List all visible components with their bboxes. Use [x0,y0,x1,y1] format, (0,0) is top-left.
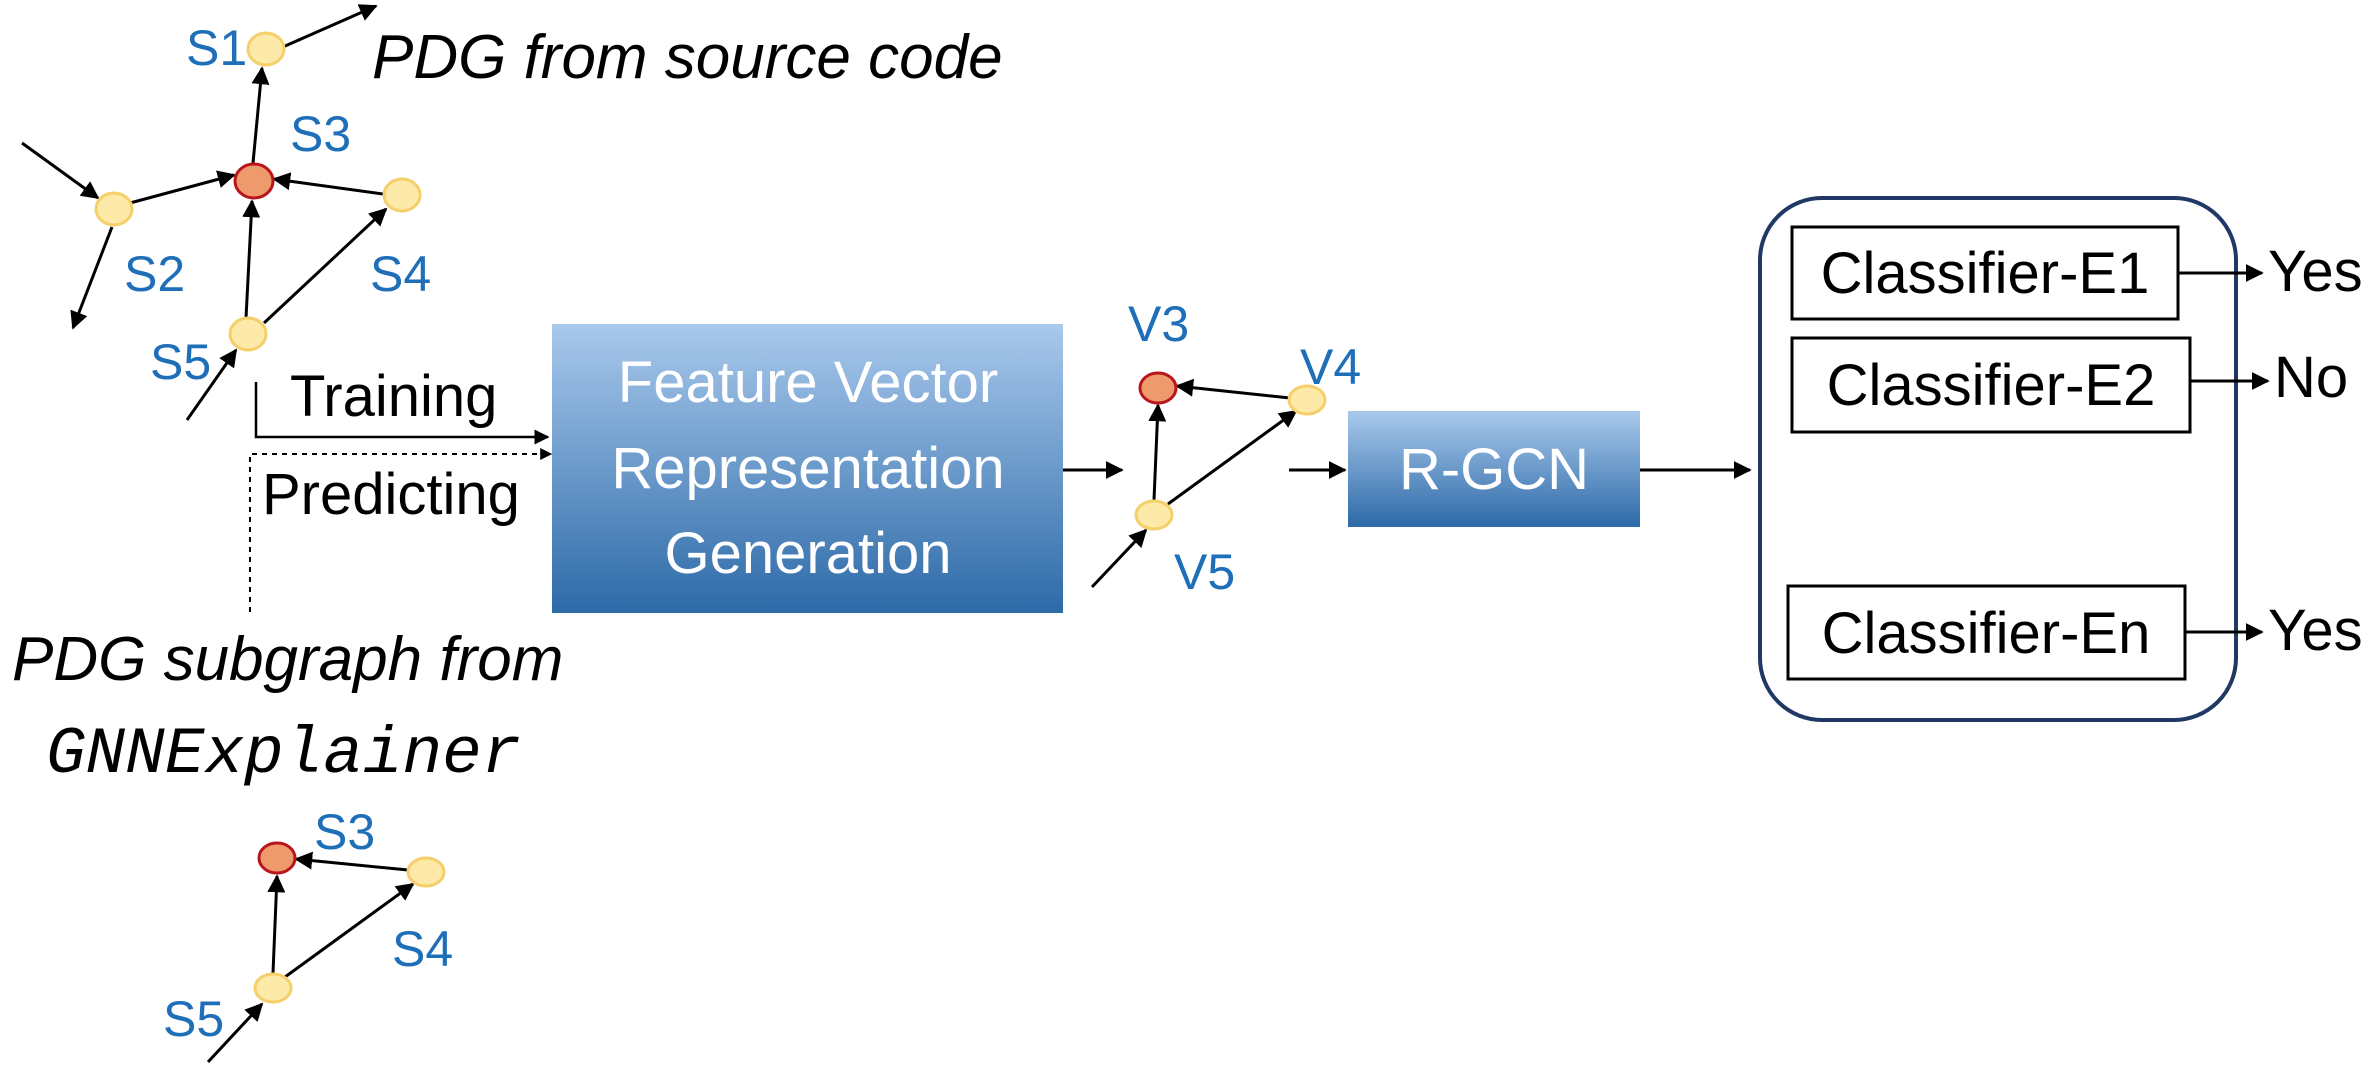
title-pdg-subgraph: PDG subgraph from [12,625,563,694]
node-s2 [94,191,134,227]
feature-box-line2: Representation [611,436,1004,501]
label-predicting: Predicting [262,462,520,527]
edge-sub-in-s5 [206,1002,264,1064]
classifier-e2: Classifier-E2 No [1790,336,2348,434]
vector-graph: V3 V4 V5 [1090,296,1361,600]
node-v3 [1138,371,1178,405]
classifier-e1: Classifier-E1 Yes [1790,225,2363,321]
edge-sub-s5-s3 [267,874,286,974]
classifier-en-label: Classifier-En [1822,601,2151,666]
label-s4: S4 [370,246,431,302]
label-v5: V5 [1174,544,1235,600]
label-v4: V4 [1300,339,1361,395]
edge-s1-out [275,4,378,52]
label-v3: V3 [1128,296,1189,352]
classifier-e2-label: Classifier-E2 [1827,353,2156,418]
edge-sub-s4-s3 [294,851,409,872]
classifier-ensemble: Classifier-E1 Yes Classifier-E2 No Class… [1758,196,2363,722]
node-s3 [233,162,275,200]
node-s5 [228,316,268,352]
edge-in-s2 [21,141,100,200]
node-v4 [1287,384,1327,416]
label-s2: S2 [124,246,185,302]
title-gnnexplainer: GNNExplainer [46,717,521,792]
label-sub-s4: S4 [392,921,453,977]
classifier-en-output: Yes [2268,598,2363,663]
training-connector: Training [254,364,550,445]
edge-in-s5 [185,348,238,421]
source-pdg-graph: S1 S3 S2 S4 S5 [21,4,431,421]
rgcn-label: R-GCN [1399,437,1589,502]
label-sub-s5: S5 [163,991,224,1047]
classifier-en: Classifier-En Yes [1786,584,2363,681]
edge-s4-s3 [272,172,384,196]
edge-v5-v3 [1148,403,1167,501]
label-s5: S5 [150,334,211,390]
node-v5 [1134,499,1174,531]
feature-vector-box: Feature Vector Representation Generation [552,324,1063,613]
classifier-e2-output: No [2274,345,2348,410]
label-sub-s3: S3 [314,804,375,860]
node-sub-s5 [253,972,293,1004]
node-sub-s4 [406,856,446,888]
edge-s2-s3 [129,170,236,205]
rgcn-box: R-GCN [1348,411,1640,527]
classifier-e1-output: Yes [2268,239,2363,304]
title-pdg-source: PDG from source code [372,23,1003,92]
edge-s3-s1 [251,66,270,164]
label-s3: S3 [290,106,351,162]
classifier-e1-label: Classifier-E1 [1821,241,2150,306]
edge-s2-out [70,226,114,330]
feature-box-line3: Generation [665,521,952,586]
subgraph-pdg-graph: S3 S4 S5 [163,804,453,1064]
label-s1: S1 [186,20,247,76]
edge-in-v5 [1090,528,1148,589]
predicting-connector: Predicting [249,448,553,612]
feature-box-line1: Feature Vector [618,350,998,415]
edge-v5-v4 [1167,409,1298,506]
node-s1 [246,31,286,67]
edge-s5-s4 [262,207,388,325]
edge-v4-v3 [1175,378,1291,400]
edge-sub-s5-s4 [284,882,415,979]
label-training: Training [290,364,497,429]
edge-s5-s3 [242,199,261,319]
node-s4 [382,177,422,213]
node-sub-s3 [257,841,297,875]
